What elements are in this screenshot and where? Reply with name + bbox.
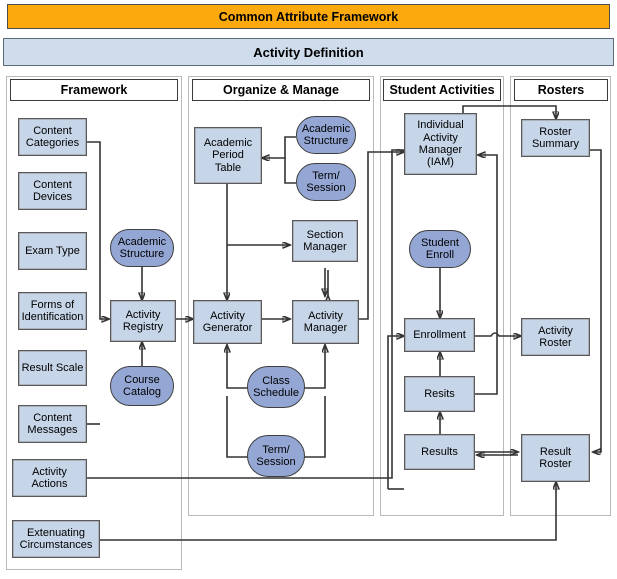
node-exam-type[interactable]: Exam Type	[18, 232, 87, 270]
column-header-organize-manage: Organize & Manage	[192, 79, 370, 101]
subtitle-banner-activity-definition: Activity Definition	[3, 38, 614, 66]
node-results[interactable]: Results	[404, 434, 475, 470]
node-result-scale[interactable]: Result Scale	[18, 350, 87, 386]
node-resits[interactable]: Resits	[404, 376, 475, 412]
node-enrollment[interactable]: Enrollment	[404, 318, 475, 352]
column-header-framework: Framework	[10, 79, 178, 101]
node-term-session-organize[interactable]: Term/Session	[296, 163, 356, 201]
column-header-rosters: Rosters	[514, 79, 608, 101]
column-header-student-activities: Student Activities	[383, 79, 501, 101]
title-banner-common-attribute-framework: Common Attribute Framework	[7, 4, 610, 29]
node-term-session-bottom[interactable]: Term/Session	[247, 435, 305, 477]
